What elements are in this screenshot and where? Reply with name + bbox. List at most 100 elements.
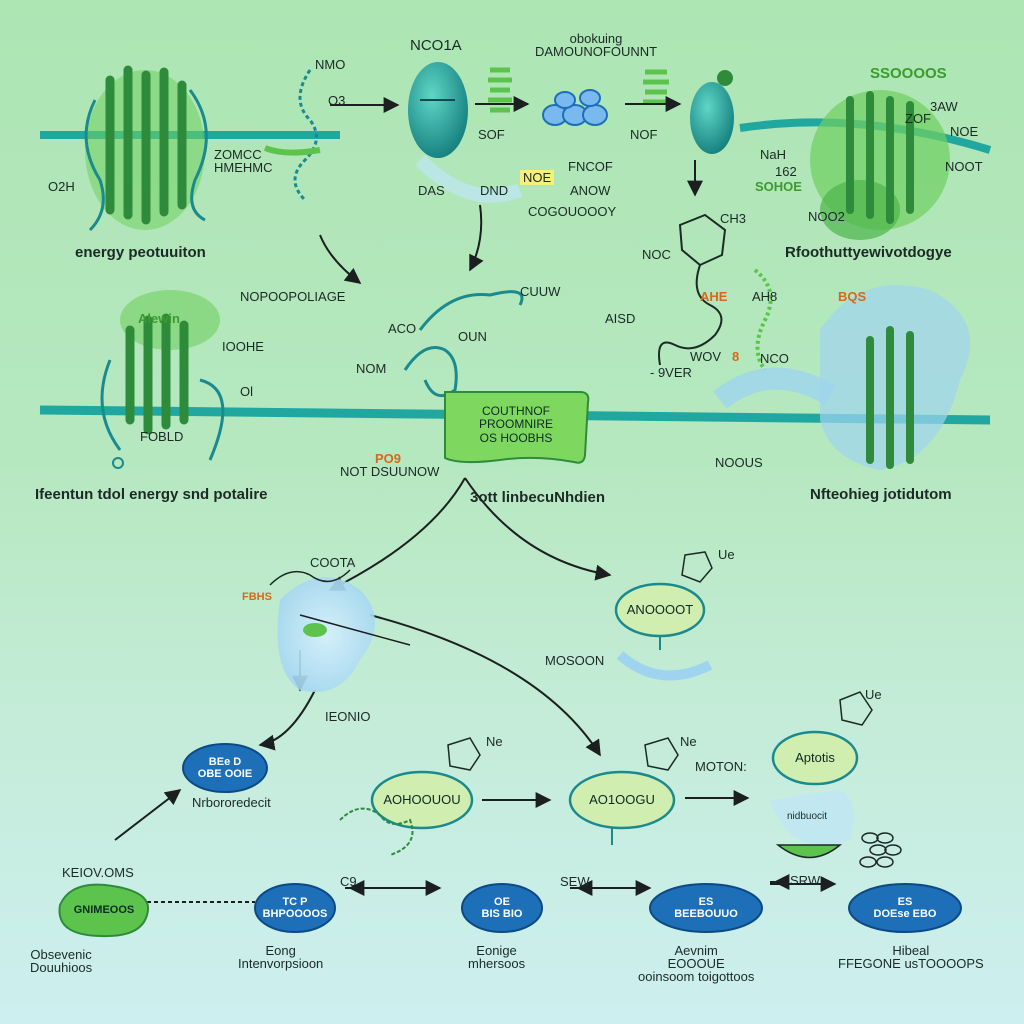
label-top-center: obokuing DAMOUNOFOUNNT [535, 31, 658, 59]
arrows-top-row [319, 96, 703, 284]
label-nmo: NMO [315, 57, 346, 72]
teal-protein-top [408, 62, 468, 158]
transmembrane-complex-middle-right [713, 285, 970, 470]
label-fncof: FNCOF [568, 159, 613, 174]
bubble-aaohocou-label: AOHOOUOU [383, 791, 461, 807]
blue-node-far-right [848, 883, 962, 933]
label-nom: NOM [356, 361, 387, 376]
caption-energy-left: energy peotuuiton [75, 244, 206, 261]
label-nopoop: NOPOOPOLIAGE [240, 289, 346, 304]
label-o2h: O2H [48, 179, 75, 194]
label-srw: SRW [790, 873, 821, 888]
label-dnd: DND [480, 183, 509, 198]
green-strand [263, 145, 321, 156]
label-nrbororedecit: Nrbororedecit [192, 795, 271, 810]
blue-node-right [649, 883, 763, 933]
label-bubble-inner: nidbuocit [787, 811, 828, 822]
label-8: 8 [732, 349, 740, 364]
label-mosoon: MOSOON [545, 653, 605, 668]
caption-aevnim: Aevnim EOOOUE ooinsoom toigottoos [638, 943, 755, 984]
label-nah: NaH [760, 147, 787, 162]
label-ahe: AHE [700, 289, 728, 304]
label-ne-1: Ne [486, 734, 503, 749]
label-sof: SOF [478, 127, 505, 142]
label-162: 162 [775, 164, 797, 179]
label-das: DAS [418, 183, 445, 198]
label-9ver: - 9VER [650, 365, 692, 380]
label-zof: ZOF [905, 111, 931, 126]
transmembrane-protein-top-left [84, 65, 208, 232]
bubble-aoniow [568, 737, 679, 845]
bubble-aptotis-label: Aptotis [795, 749, 835, 765]
label-top-right-green: SSOOOOS [870, 65, 947, 82]
label-sohoe: SOHOE [755, 179, 802, 194]
arrows-lower [114, 477, 837, 903]
bubble-anpovot [614, 551, 713, 681]
peptide-chain-top [293, 69, 318, 202]
label-zomcc: ZOMCC HMEHMC [214, 147, 273, 175]
caption-mid-center: 3ott linbecuNhdien [470, 489, 605, 506]
label-c9: C9 [340, 874, 357, 889]
caption-eongue: Eonige mhersoos [468, 943, 526, 971]
label-ch3: CH3 [720, 211, 747, 226]
label-noe: NOE [520, 170, 555, 185]
blue-node-left-lower [254, 883, 336, 933]
label-bqs: BQS [838, 289, 867, 304]
label-nof: NOF [630, 127, 658, 142]
molecule-chain-middle [403, 290, 524, 398]
blue-node-center [461, 883, 543, 933]
label-keiov: KEIOV.OMS [62, 865, 134, 880]
label-wov: WOV [690, 349, 722, 364]
blue-node-left-upper-label: BEe D OBE OOIE [197, 755, 253, 780]
enzyme-cloud-left [269, 569, 411, 692]
label-oun: OUN [458, 329, 487, 344]
teal-protein-top-right [690, 82, 734, 154]
blue-node-left-upper [182, 743, 268, 793]
molecule-ring-right [658, 213, 727, 366]
blue-node-right-label: ES BEEBOUUO [674, 895, 738, 920]
label-anow: ANOW [570, 183, 611, 198]
label-cogouooy: COGOUOOOY [528, 204, 617, 219]
central-complex-label: COUTHNOF PROOMNIRE OS HOOBHS [478, 404, 553, 445]
label-noous: NOOUS [715, 455, 763, 470]
label-po9: PO9 [375, 451, 402, 466]
transmembrane-protein-top-right [810, 90, 950, 240]
label-not-dsuunow: NOT DSUUNOW [340, 464, 440, 479]
label-ah8: AH8 [752, 289, 778, 304]
label-noot: NOOT [945, 159, 983, 174]
bubble-aoniow-label: AO1OOGU [589, 791, 655, 807]
label-coota: COOTA [310, 555, 356, 570]
label-ol: Ol [240, 384, 253, 399]
label-cuuw: CUUW [520, 284, 561, 299]
label-ieon: IEONIO [325, 709, 371, 724]
label-alewin: Alewin [138, 311, 180, 326]
label-sew: SEW [560, 874, 590, 889]
label-fbhs: FBHS [242, 591, 272, 603]
label-ne-2: Ne [680, 734, 697, 749]
label-ioohe: IOOHE [222, 339, 264, 354]
label-noo2: NOO2 [808, 209, 845, 224]
blue-node-far-right-label: ES DOEse EBO [873, 895, 937, 920]
caption-mid-left: Ifeentun tdol energy snd potalire [35, 486, 268, 503]
label-nco-right: NCO [760, 351, 789, 366]
label-moton: MOTON: [695, 759, 747, 774]
green-helix-top-right [643, 69, 669, 105]
label-ue-1: Ue [718, 547, 735, 562]
central-complex-box [444, 391, 590, 464]
blue-node-left-lower-label: TC P BHPOOOOS [262, 895, 328, 920]
blue-node-center-label: OE BIS BIO [481, 895, 523, 920]
label-fobld: FOBLD [140, 429, 184, 444]
label-aco: ACO [388, 321, 417, 336]
label-o3: O3 [328, 93, 346, 108]
green-blob-bottom-left [58, 883, 150, 938]
caption-energy-right: Rfoothuttyewivotdogye [785, 244, 952, 261]
blue-molecule-cluster [542, 89, 608, 126]
label-nco1a: NCO1A [410, 37, 462, 54]
bubble-anpovot-label: ANOOOOT [626, 601, 694, 617]
label-noc: NOC [642, 247, 671, 262]
caption-hibeal: Hibeal FFEGONE usTOOOOPS [838, 943, 984, 971]
green-blob-label: GNIMEOOS [73, 903, 135, 916]
caption-long: Eong Intenvorpsioon [238, 943, 324, 971]
caption-mid-right: Nfteohieg jotidutom [810, 486, 952, 503]
label-ue-2: Ue [865, 687, 882, 702]
